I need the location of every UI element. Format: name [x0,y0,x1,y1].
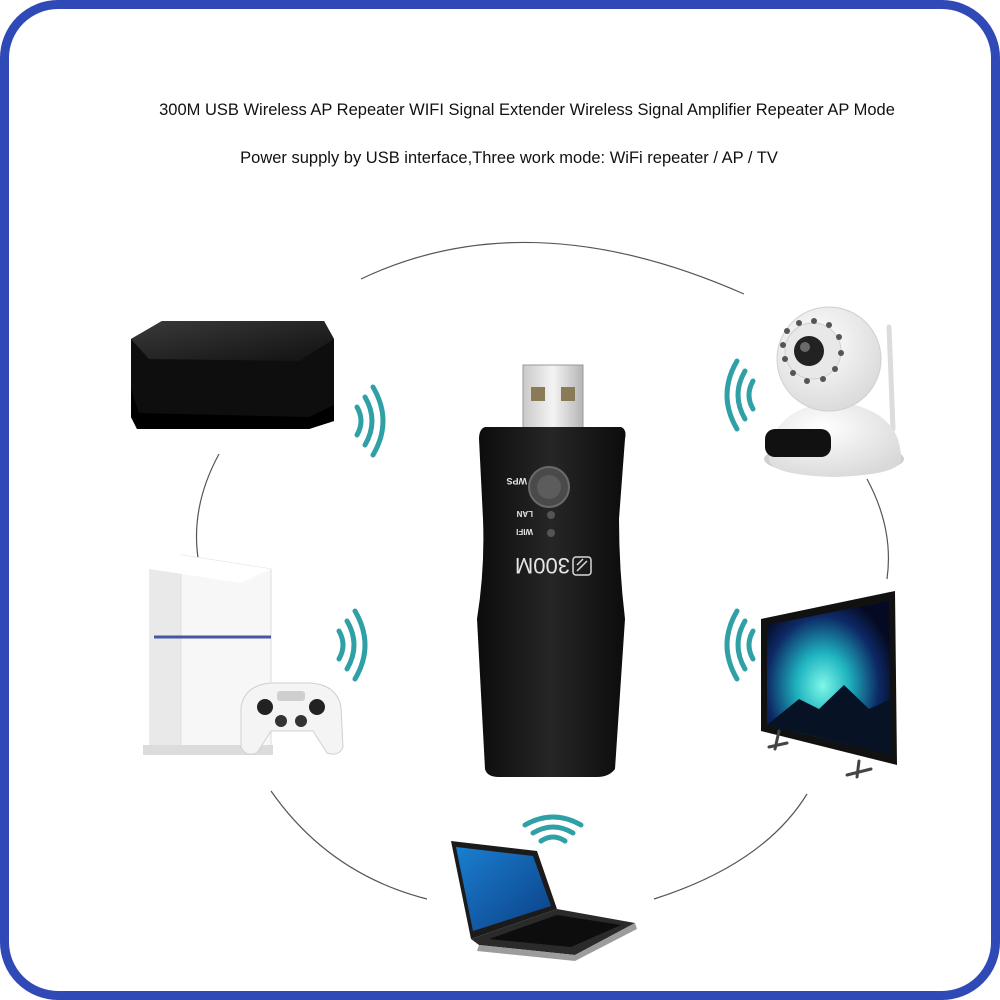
wifi-signal-icon [336,608,368,682]
connection-arcs [195,241,890,900]
usb-repeater-icon: WPS LAN WIFI 300M [477,364,626,777]
product-subtitle: Power supply by USB interface,Three work… [240,149,778,167]
wifi-signal-icon [522,814,584,844]
set-top-box-icon [131,321,334,429]
model-label: 300M [515,553,570,578]
wifi-signal-icon [724,608,756,682]
arc-left [195,453,220,565]
gamepad-icon [240,682,344,755]
wifi-signal-icon [724,358,756,432]
arc-bottom-left [270,790,428,900]
wifi-label: WIFI [516,527,533,536]
television-icon [761,591,897,779]
arc-right [866,478,890,580]
ip-camera-icon [764,306,904,477]
wifi-signal-icon [354,384,386,458]
wps-label: WPS [506,476,527,486]
product-illustration: WPS LAN WIFI 300M [131,241,904,961]
arc-top [360,241,745,295]
arc-bottom-right [653,793,808,900]
product-title: 300M USB Wireless AP Repeater WIFI Signa… [159,101,895,119]
laptop-icon [451,841,637,961]
lan-label: LAN [516,509,533,518]
